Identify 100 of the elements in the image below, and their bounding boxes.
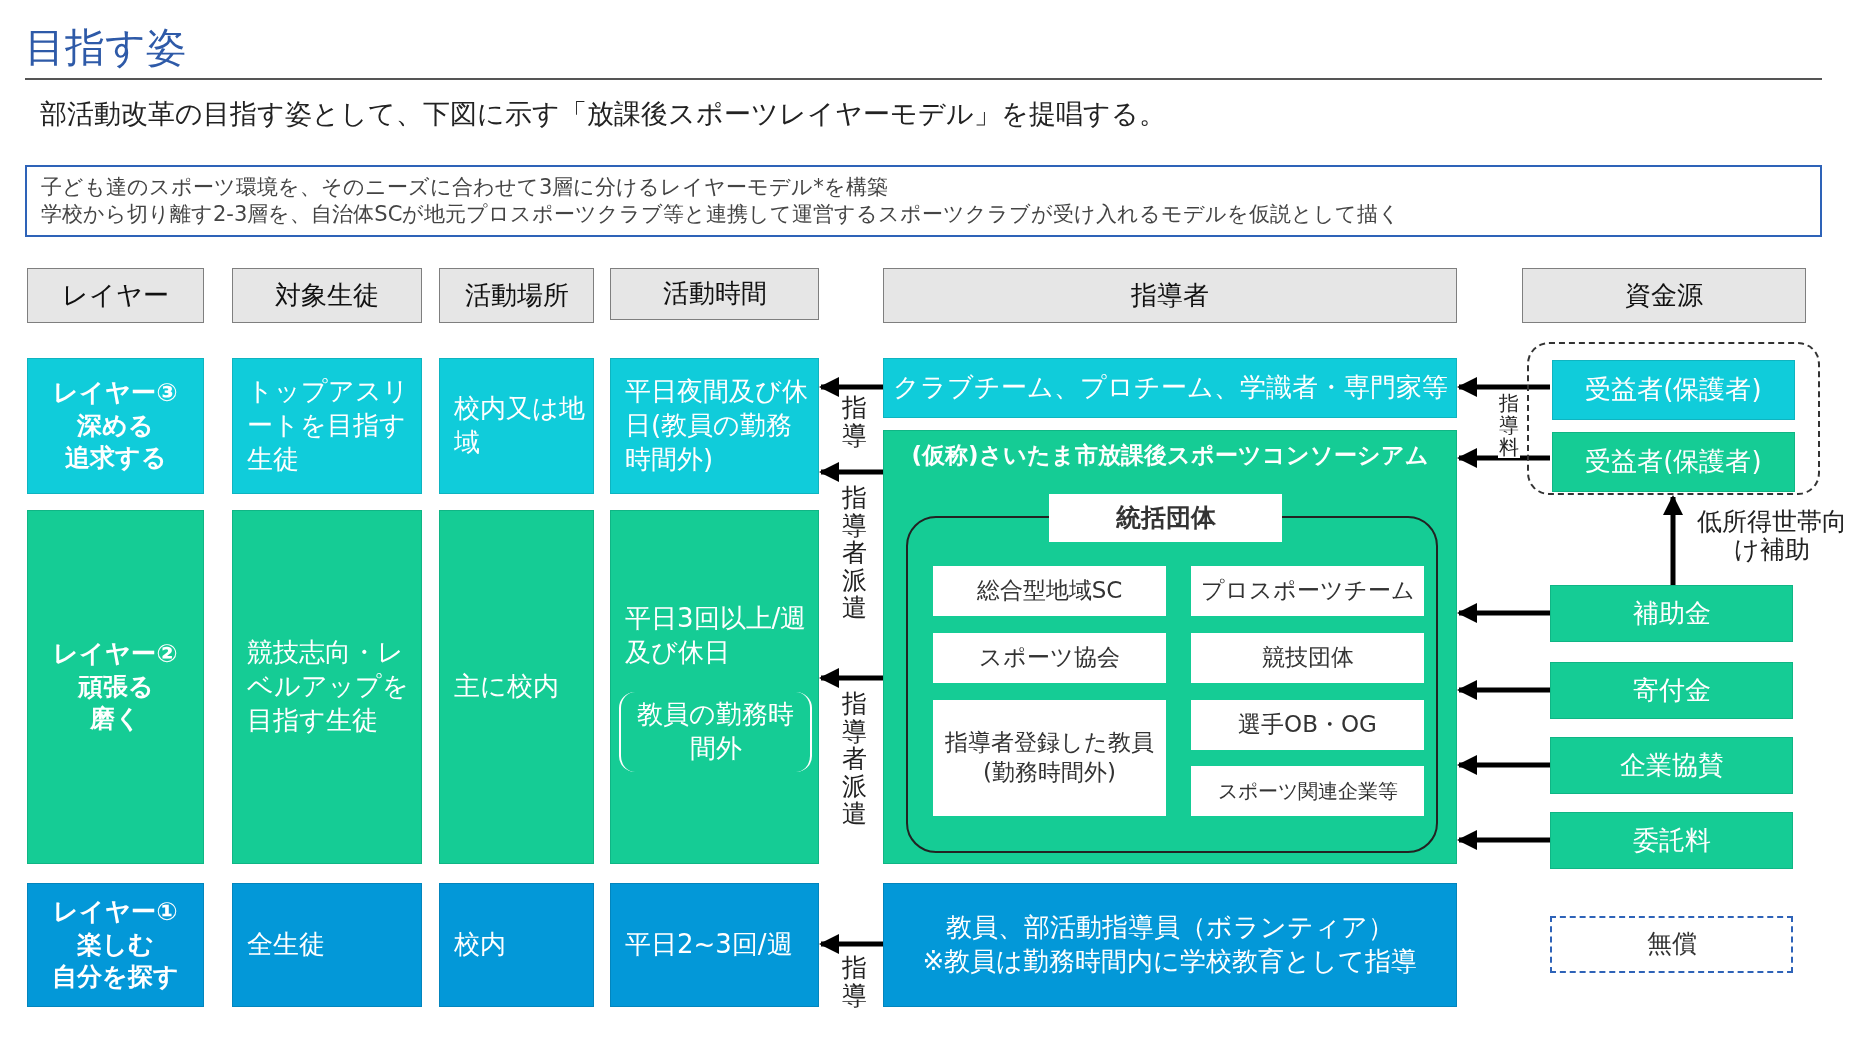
funding-text: 受益者(保護者) xyxy=(1584,445,1763,479)
member-box xyxy=(1191,700,1424,750)
layer-label: レイヤー① xyxy=(52,896,179,929)
member-text: 競技団体 xyxy=(1260,643,1355,673)
category-box xyxy=(610,358,819,494)
layer-label: 深める xyxy=(76,409,155,442)
group-heading: 統括団体 xyxy=(1114,501,1217,534)
arrow xyxy=(819,462,883,482)
funding-box xyxy=(1550,812,1793,869)
coach-text: 教員、部活動指導員（ボランティア） xyxy=(945,911,1395,945)
coach-text: ※教員は勤務時間内に学校教育として指導 xyxy=(921,945,1419,978)
cell-text: 校内又は地域 xyxy=(453,392,586,459)
arrow xyxy=(819,377,883,397)
page-title: 目指す姿 xyxy=(25,23,186,72)
funding-text: 補助金 xyxy=(1631,596,1712,630)
layer-box xyxy=(27,510,204,864)
category-box xyxy=(439,358,594,494)
layer-label: レイヤー③ xyxy=(52,377,179,410)
header-text: 活動時間 xyxy=(661,277,768,311)
arrow xyxy=(1457,603,1550,623)
column-header xyxy=(883,268,1457,323)
member-box xyxy=(933,700,1166,816)
member-text: 指導者登録した教員(勤務時間外) xyxy=(944,728,1155,787)
funding-box xyxy=(1550,585,1793,642)
arrow xyxy=(1663,495,1683,585)
header-text: 活動場所 xyxy=(463,278,570,312)
column-header xyxy=(1522,268,1806,323)
layer-label: 頑張る xyxy=(76,670,155,703)
cell-text: 校内 xyxy=(453,928,507,962)
arrow xyxy=(1457,755,1550,775)
category-box xyxy=(439,883,594,1007)
member-box xyxy=(933,633,1166,683)
cell-text: 全生徒 xyxy=(246,928,326,962)
edge-label: 指導 xyxy=(840,394,868,449)
layer-label: 自分を探す xyxy=(51,961,180,994)
layer-box xyxy=(27,883,204,1007)
edge-label: 指導者派遣 xyxy=(840,690,868,828)
header-text: 指導者 xyxy=(1130,278,1210,312)
category-box xyxy=(232,358,422,494)
note-text: 子ども達のスポーツ環境を、そのニーズに合わせて3層に分けるレイヤーモデル*を構築 xyxy=(40,173,889,201)
edge-label: 指導料 xyxy=(1498,392,1520,458)
member-box xyxy=(1191,566,1424,616)
cell-text: 平日夜間及び休日(教員の勤務時間外) xyxy=(624,375,809,476)
cell-text: 平日3回以上/週及び休日 xyxy=(624,602,808,670)
funding-box xyxy=(1552,432,1795,492)
funding-box xyxy=(1552,360,1795,420)
note-text: 学校から切り離す2-3層を、自治体SCが地元プロスポーツクラブ等と連携して運営するスポーツクラブが受け入れるモデルを仮説として描く xyxy=(40,201,1402,228)
funding-text: 委託料 xyxy=(1631,823,1712,857)
member-text: 総合型地域SC xyxy=(975,576,1124,606)
dashed-group xyxy=(1527,342,1820,495)
arrow xyxy=(819,934,883,954)
coach-box xyxy=(883,358,1457,418)
funding-box xyxy=(1550,662,1793,719)
edge-label: 指導者派遣 xyxy=(840,484,868,622)
cell-text: 競技志向・レベルアップを目指す生徒 xyxy=(246,636,410,737)
consortium-title: (仮称)さいたま市放課後スポーツコンソーシアム xyxy=(910,441,1430,470)
header-text: 資金源 xyxy=(1624,278,1704,312)
layer-label: 追求する xyxy=(63,442,168,475)
funding-text: 寄付金 xyxy=(1631,673,1712,707)
note-box xyxy=(25,165,1822,237)
category-box xyxy=(610,510,819,864)
bracket-note: 教員の勤務時間外 xyxy=(619,692,812,772)
group-heading-box xyxy=(1049,494,1282,542)
funding-box xyxy=(1550,916,1793,973)
coach-text: クラブチーム、プロチーム、学識者・専門家等 xyxy=(891,371,1449,405)
arrow xyxy=(1457,377,1550,397)
member-box xyxy=(1191,766,1424,816)
funding-text: 企業協賛 xyxy=(1618,748,1725,782)
member-text: プロスポーツチーム xyxy=(1199,576,1416,606)
column-header xyxy=(27,268,204,323)
cell-text: 主に校内 xyxy=(453,670,560,704)
subtitle: 部活動改革の目指す姿として、下図に示す「放課後スポーツレイヤーモデル」を提唱する。 xyxy=(40,97,1166,131)
arrow xyxy=(1457,448,1550,468)
category-box xyxy=(439,510,594,864)
edge-label: 指導 xyxy=(840,954,868,1009)
funding-text: 受益者(保護者) xyxy=(1584,373,1763,407)
header-text: 対象生徒 xyxy=(274,278,380,312)
member-box xyxy=(1191,633,1424,683)
category-box xyxy=(232,883,422,1007)
column-header xyxy=(439,268,594,323)
arrow xyxy=(819,668,883,688)
category-box xyxy=(610,883,819,1007)
arrow xyxy=(1457,830,1550,850)
layer-label: 磨く xyxy=(89,703,142,736)
funding-box xyxy=(1550,737,1793,794)
layer-box xyxy=(27,358,204,494)
funding-text: 無償 xyxy=(1645,928,1698,961)
layer-label: レイヤー② xyxy=(52,638,179,671)
consortium-box xyxy=(883,430,1457,864)
layer-label: 楽しむ xyxy=(76,928,155,961)
member-text: スポーツ関連企業等 xyxy=(1216,778,1399,804)
coach-box xyxy=(883,883,1457,1007)
column-header xyxy=(232,268,422,323)
member-box xyxy=(933,566,1166,616)
column-header xyxy=(610,268,819,320)
header-text: レイヤー xyxy=(61,278,170,312)
cell-text: トップアスリートを目指す生徒 xyxy=(246,375,410,476)
cell-text: 平日2~3回/週 xyxy=(624,928,794,962)
member-text: 選手OB・OG xyxy=(1237,710,1378,740)
category-box xyxy=(232,510,422,864)
